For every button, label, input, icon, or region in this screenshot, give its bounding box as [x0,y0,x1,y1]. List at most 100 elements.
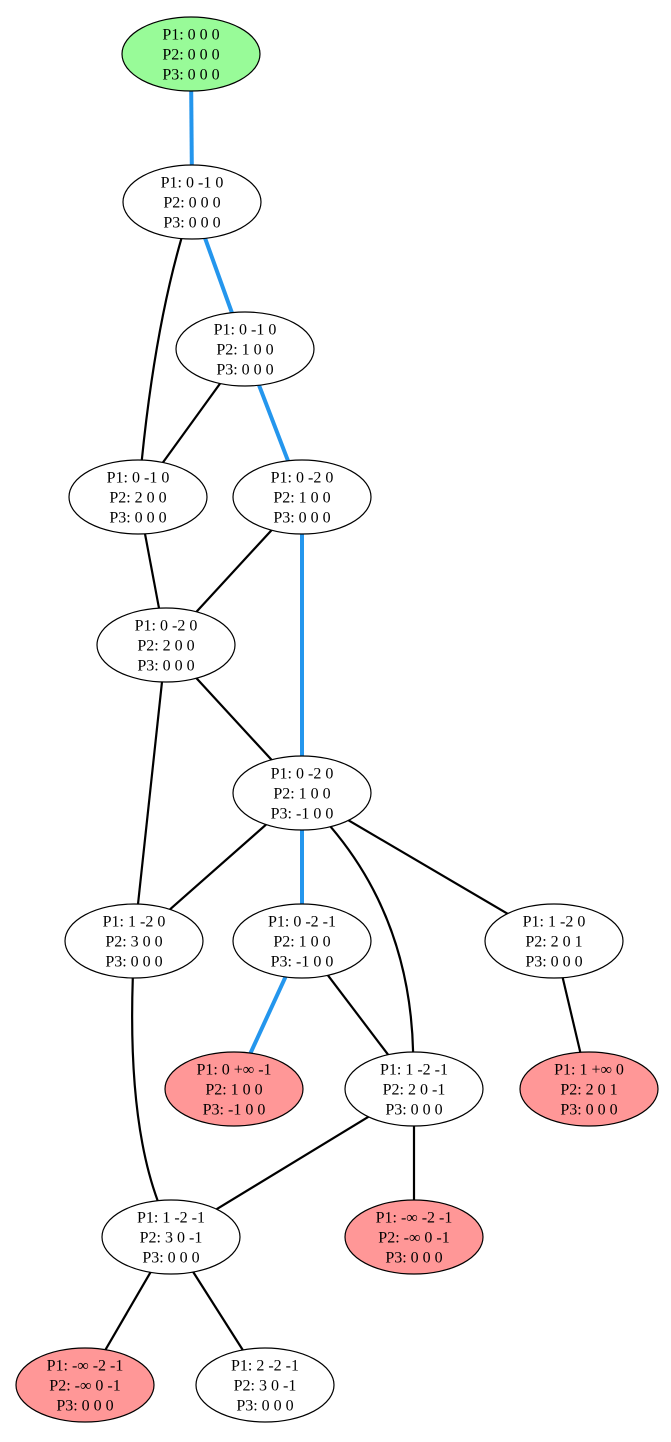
node-label-line: P2: 2 0 1 [525,934,582,951]
node-label-line: P1: 0 -1 0 [214,322,277,339]
normal-node-shape [195,1347,335,1423]
node-label-line: P1: 0 -2 -1 [268,914,336,931]
state-node-n7: P1: 1 -2 0P2: 3 0 0P3: 0 0 0 [64,903,204,979]
node-label-line: P2: 1 0 0 [205,1082,262,1099]
normal-node-shape [232,755,372,831]
node-label-line: P3: 0 0 0 [273,510,330,527]
highlighted-edge-n2-n4 [257,384,290,462]
node-label-line: P3: 0 0 0 [385,1250,442,1267]
node-label-line: P2: 2 0 1 [560,1082,617,1099]
node-label-line: P2: 0 0 0 [162,47,219,64]
state-node-n2: P1: 0 -1 0 P2: 1 0 0 P3: 0 0 0 [175,311,315,387]
edge-n6-n9 [347,819,509,915]
node-label-line: P1: 0 -2 0 [271,470,334,487]
edge-n11-n13 [216,1115,369,1211]
state-node-n4: P1: 0 -2 0 P2: 1 0 0 P3: 0 0 0 [232,459,372,535]
node-label-line: P3: -1 0 0 [203,1102,266,1119]
node-label-line: P1: 1 -2 0 [103,914,166,931]
edge-n1-n3 [140,238,183,461]
node-label-line: P3: -1 0 0 [271,806,334,823]
state-node-n10: P1: 0 +∞ -1P2: 1 0 0P3: -1 0 0 [164,1051,304,1127]
edge-n4-n5 [195,529,273,613]
normal-node-shape [122,164,262,240]
node-label-line: P1: 0 -2 0 [135,618,198,635]
node-label-line: P2: -∞ 0 -1 [49,1378,120,1395]
node-label-line: P2: 1 0 0 [273,490,330,507]
state-node-n5: P1: 0 -2 0 P2: 2 0 0 P3: 0 0 0 [96,607,236,683]
edge-n5-n6 [195,677,273,761]
state-node-n0: P1: 0 0 0 P2: 0 0 0 P3: 0 0 0 [121,16,261,92]
state-node-n8: P1: 0 -2 -1 P2: 1 0 0 P3: -1 0 0 [232,903,372,979]
node-label-line: P2: 2 0 0 [109,490,166,507]
node-label-line: P2: 2 0 0 [137,638,194,655]
node-label-line: P3: 0 0 0 [385,1102,442,1119]
edge-n6-n7 [169,823,267,911]
normal-node-shape [68,459,208,535]
node-label-line: P2: 3 0 -1 [234,1378,297,1395]
node-label-line: P2: 3 0 -1 [140,1230,203,1247]
node-label-line: P1: 0 -1 0 [107,470,170,487]
node-label-line: P3: -1 0 0 [271,954,334,971]
node-label-line: P3: 0 0 0 [109,510,166,527]
edge-n13-n16 [192,1271,244,1351]
node-label-line: P1: 0 -1 0 [161,175,224,192]
normal-node-shape [484,903,624,979]
state-node-n11: P1: 1 -2 -1 P2: 2 0 -1 P3: 0 0 0 [344,1051,484,1127]
node-label-line: P2: 1 0 0 [216,342,273,359]
state-node-n3: P1: 0 -1 0 P2: 2 0 0 P3: 0 0 0 [68,459,208,535]
node-label-line: P1: 1 -2 -1 [137,1210,205,1227]
highlighted-edge-n1-n2 [203,237,234,314]
edge-n2-n3 [162,382,221,464]
normal-node-shape [344,1051,484,1127]
node-label-line: P2: -∞ 0 -1 [378,1230,449,1247]
nodes-layer: P1: 0 0 0 P2: 0 0 0 P3: 0 0 0 P1: 0 -1 0 P2:… [15,16,659,1423]
node-label-line: P2: 0 0 0 [163,195,220,212]
node-label-line: P3: 0 0 0 [162,67,219,84]
node-label-line: P3: 0 0 0 [236,1398,293,1415]
edge-n13-n15 [104,1271,152,1351]
state-node-n14: P1: -∞ -2 -1 P2: -∞ 0 -1 P3: 0 0 0 [344,1199,484,1275]
terminal-node-shape [519,1051,659,1127]
highlighted-edge-n8-n10 [248,976,288,1054]
node-label-line: P3: 0 0 0 [137,658,194,675]
node-label-line: P3: 0 0 0 [560,1102,617,1119]
node-label-line: P1: 0 0 0 [162,27,219,44]
node-label-line: P1: 0 -2 0 [271,766,334,783]
node-label-line: P1: 2 -2 -1 [231,1358,299,1375]
node-label-line: P1: 1 +∞ 0 [554,1062,624,1079]
state-node-n9: P1: 1 -2 0P2: 2 0 1P3: 0 0 0 [484,903,624,979]
normal-node-shape [232,459,372,535]
edge-n9-n12 [561,977,582,1053]
edge-n7-n13 [131,977,159,1202]
edges-layer [104,90,582,1351]
node-label-line: P3: 0 0 0 [56,1398,113,1415]
node-label-line: P2: 3 0 0 [105,934,162,951]
node-label-line: P3: 0 0 0 [163,215,220,232]
state-node-n16: P1: 2 -2 -1 P2: 3 0 -1 P3: 0 0 0 [195,1347,335,1423]
node-label-line: P2: 1 0 0 [273,786,330,803]
node-label-line: P2: 1 0 0 [273,934,330,951]
node-label-line: P3: 0 0 0 [525,954,582,971]
state-node-n12: P1: 1 +∞ 0 P2: 2 0 1 P3: 0 0 0 [519,1051,659,1127]
state-node-n13: P1: 1 -2 -1P2: 3 0 -1P3: 0 0 0 [101,1199,241,1275]
edge-n5-n7 [136,681,164,905]
edge-n6-n11 [329,825,415,1053]
node-label-line: P2: 2 0 -1 [383,1082,446,1099]
state-node-n15: P1: -∞ -2 -1P2: -∞ 0 -1P3: 0 0 0 [15,1347,155,1423]
terminal-node-shape [344,1199,484,1275]
state-node-n6: P1: 0 -2 0 P2: 1 0 0 P3: -1 0 0 [232,755,372,831]
highlighted-edge-n0-n1 [189,90,194,166]
root-node-shape [121,16,261,92]
terminal-node-shape [164,1051,304,1127]
normal-node-shape [64,903,204,979]
terminal-node-shape [15,1347,155,1423]
normal-node-shape [232,903,372,979]
normal-node-shape [96,607,236,683]
node-label-line: P1: -∞ -2 -1 [376,1210,453,1227]
edge-n3-n5 [143,533,161,609]
normal-node-shape [101,1199,241,1275]
node-label-line: P3: 0 0 0 [216,362,273,379]
edge-n8-n11 [327,974,389,1056]
node-label-line: P1: 1 -2 -1 [380,1062,448,1079]
